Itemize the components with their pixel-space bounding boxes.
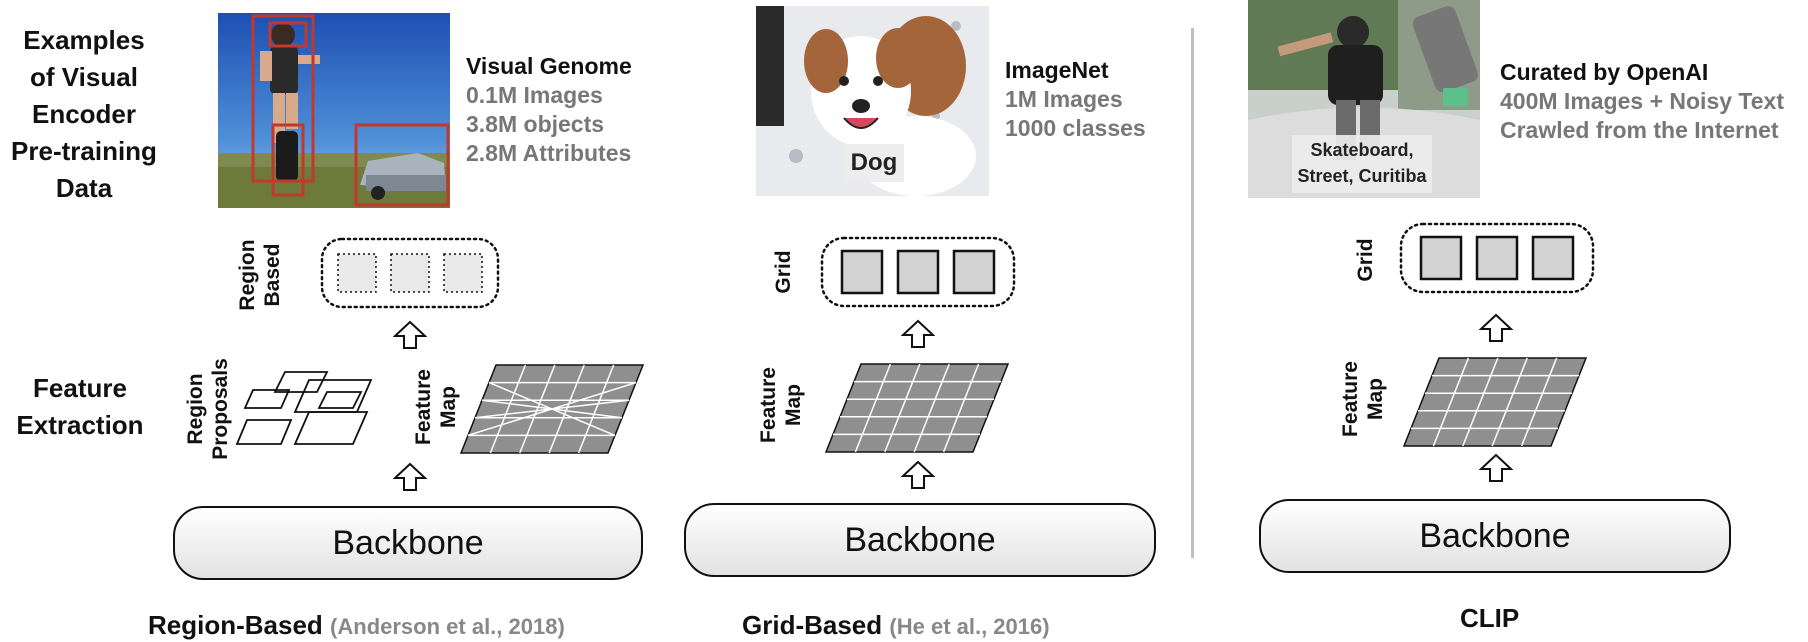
- vlabel-line: Map: [1364, 378, 1387, 420]
- clip-caption-line: Skateboard,: [1310, 140, 1414, 160]
- dog-class-label: Dog: [844, 144, 904, 182]
- up-arrow-icon: [392, 320, 428, 355]
- dataset-title: Curated by OpenAI: [1500, 59, 1709, 85]
- dataset-stat: 0.1M Images: [466, 82, 603, 108]
- region-based-caption: Region-Based (Anderson et al., 2018): [148, 610, 565, 641]
- visual-genome-info: Visual Genome 0.1M Images 3.8M objects 2…: [466, 52, 632, 168]
- up-arrow-icon: [900, 319, 936, 354]
- backbone-block: Backbone: [173, 506, 643, 580]
- feature-label-line: Feature: [33, 373, 127, 403]
- examples-label-line: of Visual: [30, 62, 138, 92]
- vlabel-line: Based: [261, 243, 284, 307]
- vlabel-line: Grid: [1354, 238, 1377, 282]
- examples-row-label: Examples of Visual Encoder Pre-training …: [0, 22, 168, 207]
- vlabel-line: Map: [437, 386, 460, 428]
- examples-label-line: Pre-training: [11, 136, 157, 166]
- grid-label: Grid: [771, 242, 801, 302]
- region-pooled-features: [320, 237, 500, 314]
- dataset-stat: 3.8M objects: [466, 111, 605, 137]
- dataset-stat: 400M Images + Noisy Text: [1500, 88, 1785, 114]
- feature-map-grid: [824, 363, 1010, 458]
- vlabel-line: Region: [236, 239, 259, 311]
- caption-title: Grid-Based: [742, 610, 883, 640]
- vlabel-line: Proposals: [209, 358, 232, 460]
- feature-map-grid: [459, 364, 645, 459]
- examples-label-line: Examples: [23, 25, 145, 55]
- dataset-stat: 1M Images: [1005, 86, 1123, 112]
- up-arrow-icon: [1478, 453, 1514, 488]
- caption-title: CLIP: [1460, 603, 1520, 633]
- clip-skateboard-photo: Skateboard, Street, Curitiba: [1248, 0, 1480, 198]
- imagenet-dog-photo: Dog: [756, 6, 989, 196]
- grid-pooled-features: [820, 236, 1016, 313]
- caption-citation: (He et al., 2016): [889, 614, 1050, 639]
- dataset-title: Visual Genome: [466, 53, 632, 79]
- feature-label-line: Extraction: [16, 410, 144, 440]
- region-based-label: Region Based: [235, 235, 289, 315]
- grid-based-caption: Grid-Based (He et al., 2016): [742, 610, 1050, 641]
- clip-pooled-features: [1399, 222, 1595, 299]
- vlabel-line: Grid: [772, 250, 795, 294]
- clip-caption-label: Skateboard, Street, Curitiba: [1292, 135, 1432, 193]
- vlabel-line: Feature: [757, 367, 780, 443]
- up-arrow-icon: [900, 460, 936, 495]
- vlabel-line: Map: [782, 384, 805, 426]
- vlabel-line: Feature: [1339, 361, 1362, 437]
- visual-genome-photo: [218, 13, 450, 208]
- clip-caption-line: Street, Curitiba: [1297, 166, 1427, 186]
- dataset-stat: Crawled from the Internet: [1500, 117, 1779, 143]
- caption-title: Region-Based: [148, 610, 323, 640]
- backbone-block: Backbone: [1259, 499, 1731, 573]
- region-proposals-label: Region Proposals: [183, 349, 237, 469]
- caption-citation: (Anderson et al., 2018): [330, 614, 565, 639]
- up-arrow-icon: [1478, 313, 1514, 348]
- examples-label-line: Data: [55, 173, 113, 203]
- dataset-stat: 2.8M Attributes: [466, 140, 632, 166]
- feature-map-label: Feature Map: [756, 362, 810, 448]
- feature-map-label: Feature Map: [411, 364, 465, 450]
- feature-extraction-row-label: Feature Extraction: [0, 370, 160, 444]
- feature-map-label: Feature Map: [1338, 356, 1392, 442]
- dataset-title: ImageNet: [1005, 57, 1109, 83]
- region-proposals-diagram: [235, 368, 395, 465]
- examples-label-line: Encoder: [31, 99, 137, 129]
- up-arrow-icon: [392, 462, 428, 497]
- vlabel-line: Region: [184, 373, 207, 445]
- grid-label: Grid: [1353, 230, 1383, 290]
- section-divider: [1191, 28, 1194, 558]
- clip-data-info: Curated by OpenAI 400M Images + Noisy Te…: [1500, 58, 1784, 145]
- feature-map-grid: [1402, 357, 1588, 452]
- dataset-stat: 1000 classes: [1005, 115, 1146, 141]
- imagenet-info: ImageNet 1M Images 1000 classes: [1005, 56, 1146, 143]
- vlabel-line: Feature: [412, 369, 435, 445]
- clip-caption: CLIP: [1460, 603, 1519, 634]
- backbone-block: Backbone: [684, 503, 1156, 577]
